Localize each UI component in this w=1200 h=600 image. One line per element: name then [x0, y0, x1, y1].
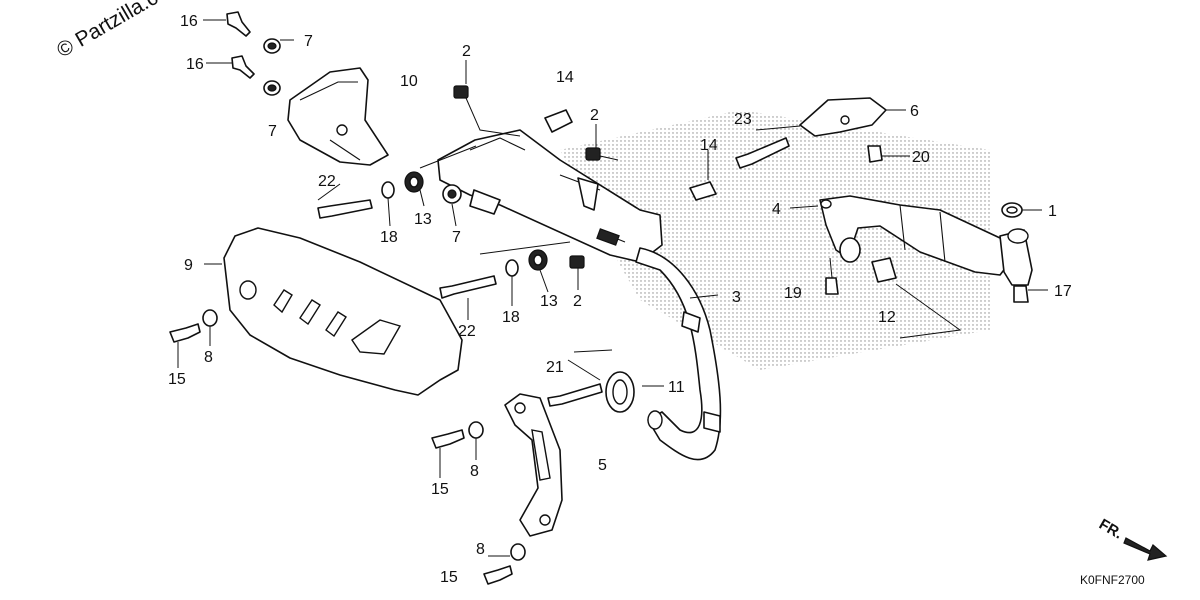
nut-part-13-lower [528, 249, 548, 271]
nut-part-17 [1013, 285, 1029, 303]
callout-7: 7 [268, 123, 277, 140]
callout-23: 23 [734, 111, 752, 128]
bolt-part-21 [547, 383, 603, 407]
bracket-part-5 [504, 393, 563, 537]
callout-22: 22 [458, 323, 476, 340]
exhaust-pipe-part-3 [635, 247, 722, 461]
bolt-part-16-upper [226, 11, 251, 37]
bolt-part-22-upper [317, 199, 373, 219]
callout-18: 18 [380, 229, 398, 246]
bolt-part-20 [867, 145, 883, 163]
callout-7: 7 [452, 229, 461, 246]
callout-labels: 1 2 2 2 3 4 5 6 7 7 7 8 8 8 9 10 11 12 1… [168, 13, 1072, 586]
callout-8: 8 [470, 463, 479, 480]
gasket-part-12 [871, 257, 897, 283]
washer-part-7-upper [263, 38, 281, 54]
callout-1: 1 [1048, 203, 1057, 220]
washer-part-7-lower [442, 184, 462, 204]
nut-part-13-upper [404, 171, 424, 193]
dither-shading [560, 110, 990, 370]
callout-16: 16 [180, 13, 198, 30]
callout-13: 13 [540, 293, 558, 310]
washer-part-18-lower [505, 259, 519, 277]
muffler-protector-part-9 [223, 227, 463, 396]
washer-part-8-mid [468, 421, 484, 439]
callout-3: 3 [732, 289, 741, 306]
muffler-assembly-part-4 [819, 195, 1033, 286]
bolt-part-23 [735, 137, 790, 169]
clip-part-2-mid [585, 147, 601, 161]
bolt-part-16-lower [231, 55, 255, 79]
callout-20: 20 [912, 149, 930, 166]
callout-11: 11 [668, 379, 685, 396]
callout-2: 2 [590, 107, 599, 124]
collar-part-14-lower [689, 181, 717, 201]
muffler-body [437, 129, 663, 263]
callout-22: 22 [318, 173, 336, 190]
callout-15: 15 [440, 569, 458, 586]
callout-17: 17 [1054, 283, 1072, 300]
watermark: © Partzilla.co [53, 0, 172, 62]
callout-10: 10 [400, 73, 418, 90]
clamp-part-11 [605, 371, 635, 413]
front-arrow-icon [1123, 537, 1168, 561]
callout-18: 18 [502, 309, 520, 326]
callout-15: 15 [168, 371, 186, 388]
callout-13: 13 [414, 211, 432, 228]
callout-14: 14 [556, 69, 574, 86]
washer-part-7-mid [263, 80, 281, 96]
callout-4: 4 [772, 201, 781, 218]
bolt-part-15-left [169, 323, 201, 343]
callout-14: 14 [700, 137, 718, 154]
clip-part-2-lower [569, 255, 585, 269]
callout-8: 8 [204, 349, 213, 366]
callout-7: 7 [304, 33, 313, 50]
washer-part-18-upper [381, 181, 395, 199]
callout-2: 2 [573, 293, 582, 310]
heat-shield-cover-part-10 [287, 67, 389, 166]
bolt-part-22-lower [439, 275, 497, 299]
washer-part-1 [1001, 202, 1023, 218]
bolt-part-19 [825, 277, 839, 295]
callout-16: 16 [186, 56, 204, 73]
callout-12: 12 [878, 309, 896, 326]
collar-part-14-upper [544, 109, 573, 133]
callout-9: 9 [184, 257, 193, 274]
callout-2: 2 [462, 43, 471, 60]
callout-21: 21 [546, 359, 564, 376]
callout-6: 6 [910, 103, 919, 120]
washer-part-8-bottom [510, 543, 526, 561]
washer-part-8-left [202, 309, 218, 327]
callout-8: 8 [476, 541, 485, 558]
callout-19: 19 [784, 285, 802, 302]
bolt-part-15-mid [431, 429, 465, 449]
bolt-part-15-bottom [483, 565, 513, 585]
leader-lines [177, 19, 1048, 557]
callout-15: 15 [431, 481, 449, 498]
front-direction-indicator: FR. [1096, 516, 1168, 561]
clip-part-2-upper [453, 85, 469, 99]
bracket-part-6 [799, 97, 887, 137]
front-direction-label: FR. [1096, 516, 1125, 543]
diagram-code: K0FNF2700 [1080, 573, 1145, 587]
callout-5: 5 [598, 457, 607, 474]
